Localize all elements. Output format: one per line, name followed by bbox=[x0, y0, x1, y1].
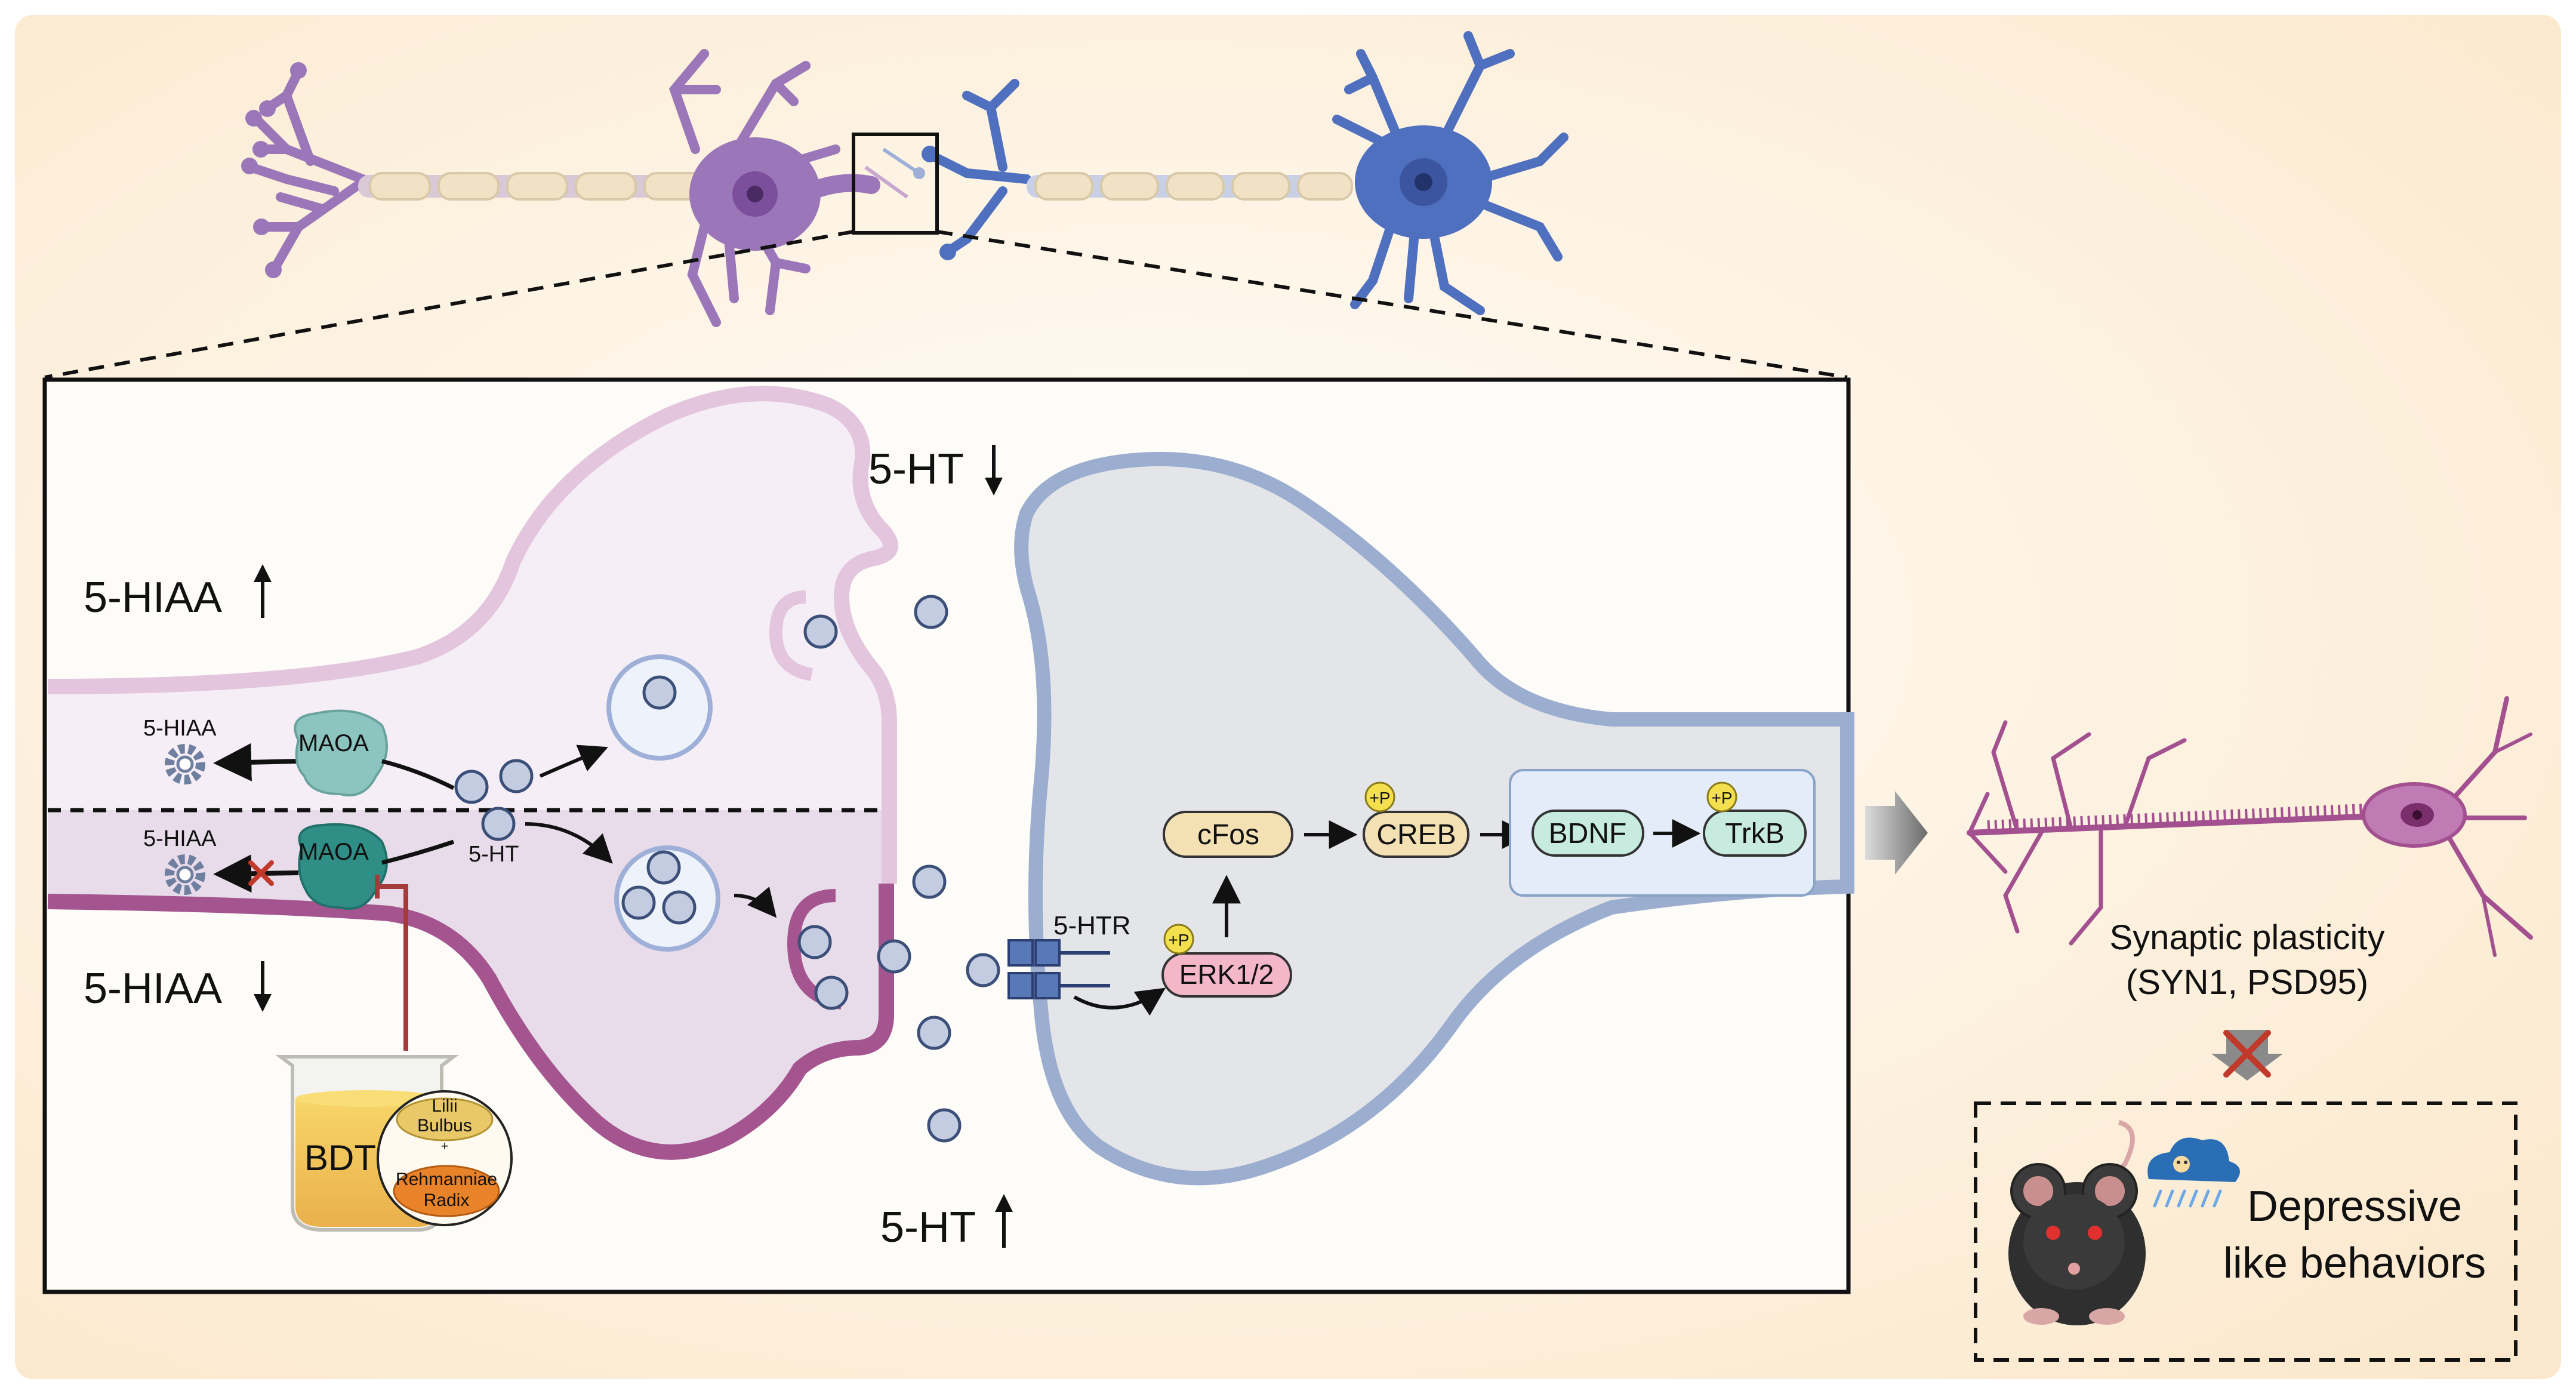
bdnf-label: BDNF bbox=[1549, 818, 1627, 850]
metabolite-bottom-label: 5-HIAA bbox=[143, 826, 217, 851]
trkb-node: TrkB bbox=[1703, 810, 1807, 857]
serotonin-molecules-pre bbox=[454, 759, 534, 841]
postsynaptic-dendrite-tips bbox=[922, 146, 956, 260]
behavior-box bbox=[1974, 1101, 2518, 1362]
creb-node: CREB bbox=[1363, 811, 1469, 858]
maoa-bottom-label: MAOA bbox=[298, 839, 369, 865]
plasticity-title: Synaptic plasticity bbox=[2110, 918, 2385, 957]
blocked-arrow-icon bbox=[2211, 1030, 2283, 1081]
phospho-erk-text: +P bbox=[1168, 931, 1189, 949]
erk-node: ERK1/2 bbox=[1161, 952, 1292, 998]
label-5hiaa-down-text: 5-HIAA bbox=[84, 965, 222, 1013]
phospho-creb-text: +P bbox=[1369, 789, 1390, 807]
maoa-enzyme-top: MAOA bbox=[294, 709, 388, 796]
outcome-arrow bbox=[1865, 791, 1928, 875]
bdt-inhibition-line bbox=[377, 884, 408, 1051]
postsynaptic-axon bbox=[1027, 172, 1353, 201]
behavior-line2: like behaviors bbox=[2223, 1239, 2486, 1287]
maoa-enzyme-bottom: MAOA bbox=[298, 823, 388, 910]
mouse-icon bbox=[2008, 1120, 2146, 1325]
metabolite-gear-bottom bbox=[165, 854, 205, 895]
zoom-line-left bbox=[44, 230, 854, 379]
5htr-receptor bbox=[1007, 939, 1110, 999]
synapse-zoom-box bbox=[852, 133, 939, 235]
label-5ht-up-text: 5-HT bbox=[880, 1204, 976, 1251]
vesicle-top bbox=[606, 654, 713, 761]
phospho-badge-trkb: +P bbox=[1706, 781, 1737, 813]
metabolite-gear-top bbox=[165, 744, 205, 784]
blocked-cross-icon bbox=[248, 860, 274, 886]
erk-label: ERK1/2 bbox=[1179, 959, 1274, 990]
plasticity-neuron-spines bbox=[1987, 802, 2394, 833]
creb-label: CREB bbox=[1376, 819, 1456, 851]
vesicle-bottom bbox=[614, 845, 720, 952]
label-5ht-down-text: 5-HT bbox=[868, 445, 964, 493]
zoom-line-right bbox=[936, 230, 1848, 379]
herb-mixture-circle: Lilii Bulbus + Rehmanniae Radix bbox=[377, 1090, 513, 1226]
cfos-node: cFos bbox=[1163, 811, 1293, 858]
herb1-line1: Lilii bbox=[432, 1096, 457, 1116]
beaker-label: BDT bbox=[304, 1138, 376, 1178]
herb2-line2: Radix bbox=[424, 1190, 470, 1210]
behavior-line1: Depressive bbox=[2247, 1183, 2462, 1230]
label-5ht-decrease: 5-HT bbox=[868, 445, 1003, 496]
phospho-badge-creb: +P bbox=[1364, 781, 1395, 813]
herb1-line2: Bulbus bbox=[417, 1116, 472, 1136]
maoa-top-label: MAOA bbox=[298, 730, 369, 756]
neuron-pair-illustration bbox=[241, 31, 1569, 327]
sad-rain-cloud-icon bbox=[2147, 1137, 2240, 1208]
herb2-line1: Rehmanniae bbox=[396, 1170, 497, 1189]
cfos-label: cFos bbox=[1197, 819, 1259, 851]
serotonin-label: 5-HT bbox=[469, 842, 519, 867]
phospho-badge-erk: +P bbox=[1163, 924, 1194, 955]
phospho-trkb-text: +P bbox=[1711, 789, 1732, 807]
serotonin-molecules-cleft bbox=[797, 595, 1000, 1143]
label-5hiaa-decrease: 5-HIAA bbox=[84, 961, 272, 1013]
receptor-label: 5-HTR bbox=[1053, 911, 1131, 940]
herb-plus: + bbox=[441, 1138, 449, 1153]
presynaptic-axon bbox=[358, 172, 705, 201]
label-5ht-increase: 5-HT bbox=[880, 1194, 1013, 1251]
postsynaptic-neuron bbox=[926, 31, 1569, 315]
label-5hiaa-up-text: 5-HIAA bbox=[84, 574, 222, 621]
metabolite-top-label: 5-HIAA bbox=[143, 716, 217, 741]
label-5hiaa-increase: 5-HIAA bbox=[84, 564, 272, 621]
presynaptic-neuron bbox=[246, 49, 840, 327]
presynaptic-dendrite-tips bbox=[241, 62, 307, 278]
plasticity-markers: (SYN1, PSD95) bbox=[2126, 963, 2368, 1002]
trkb-label: TrkB bbox=[1725, 818, 1785, 850]
bdnf-node: BDNF bbox=[1532, 810, 1644, 857]
